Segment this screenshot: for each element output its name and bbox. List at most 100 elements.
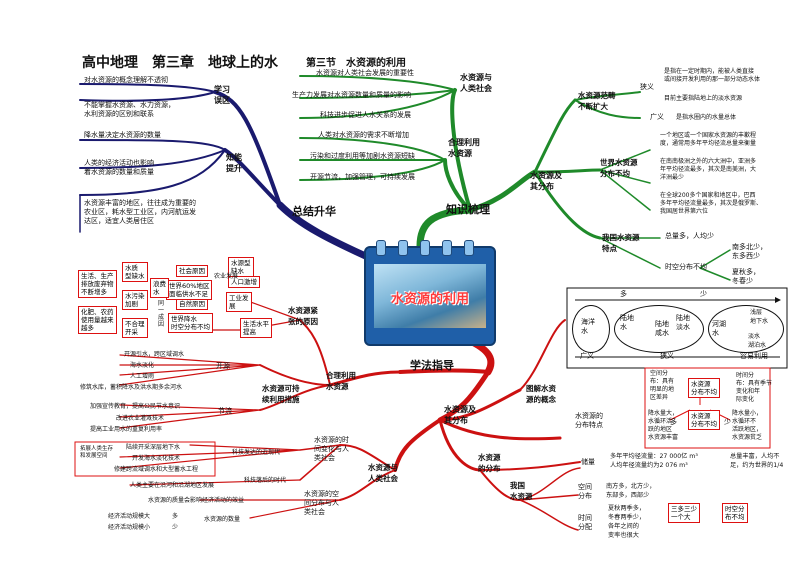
sustainable-label: 水资源可持 续利用措施 bbox=[262, 384, 300, 404]
narrow-item: 是指在一定时期内，能被人类直接 或间接开发利用的那一部分动态水体 bbox=[664, 68, 761, 83]
features-spatial: 空间分 布：具有 明显的地 区差异 bbox=[650, 370, 675, 401]
method-society-label: 水资源与 人类社会 bbox=[368, 463, 398, 483]
society-item: 生产力发展对水资源数量和质量的影响 bbox=[292, 91, 411, 99]
pollution: 水污染 加剧 bbox=[122, 290, 148, 310]
save-label: 节流 bbox=[218, 407, 232, 415]
living: 生活水平 提高 bbox=[240, 318, 272, 338]
society-item: 水资源对人类社会发展的重要性 bbox=[316, 69, 414, 77]
world60: 世界60%地区 面临供水不足 bbox=[166, 280, 213, 300]
binder-ring bbox=[398, 240, 408, 256]
broad-item: 是指水圈内的水量总体 bbox=[676, 114, 737, 121]
section-title: 第三节 水资源的利用 bbox=[306, 58, 406, 69]
range-label: 水资源范畴 不断扩大 bbox=[578, 91, 616, 111]
save-item: 改进农业灌溉技术 bbox=[116, 415, 165, 422]
backward-item: 人类主要在沿河和沿湖地区发展 bbox=[130, 482, 215, 489]
branch-summary: 总结升华 bbox=[292, 205, 336, 218]
concept-easy: 容易利用 bbox=[740, 352, 768, 360]
concept-circle bbox=[614, 305, 704, 353]
misconception-item: 对水资源的概念理解不透彻 bbox=[84, 76, 168, 84]
tech-backward: 科技落后的时代 bbox=[244, 477, 287, 484]
open-item: 修筑水库，蓄积降水及洪水期多余河水 bbox=[80, 384, 183, 391]
broad-label: 广义 bbox=[650, 113, 664, 121]
narrow-item: 目前主要指陆地上的淡水资源 bbox=[664, 95, 743, 102]
spatial-label: 空间 分布 bbox=[578, 483, 592, 500]
rational-item: 开源节流，加强管理，可持续发展 bbox=[310, 173, 415, 181]
dist-label: 水资源 的分布 bbox=[478, 453, 501, 473]
rational-item: 污染和过度利用等加剧水资源短缺 bbox=[310, 152, 415, 160]
circle-salt: 陆地 咸水 bbox=[655, 320, 669, 337]
space-label: 水资源的空 间分布与人 类社会 bbox=[304, 490, 339, 516]
upgrade-item: 人类的经济活动也影响 着水资源的数量和质量 bbox=[84, 159, 154, 176]
china-total: 总量多，人均少 bbox=[665, 232, 714, 240]
concept-label: 图解水资 源的概念 bbox=[526, 384, 556, 404]
left-item: 化肥、农药 使用量越来 越多 bbox=[78, 306, 117, 334]
branch-knowledge: 知识梳理 bbox=[446, 203, 490, 216]
binder-ring bbox=[376, 240, 386, 256]
open-label: 开源 bbox=[216, 362, 230, 370]
unreasonable: 不合理 开采 bbox=[122, 318, 148, 338]
amount-note: 总量丰富，人均不 足，约为世界的1/4 bbox=[730, 453, 784, 469]
rational-item: 人类对水资源的需求不断增加 bbox=[318, 131, 409, 139]
concept-circle bbox=[572, 305, 610, 353]
upgrade-item: 水资源丰富的地区，往往成为重要的 农业区，耗水型工业区，内河航运发 达区，适宜人… bbox=[84, 199, 196, 225]
uneven-box: 时空分 布不均 bbox=[722, 503, 748, 523]
branch-method: 学法指导 bbox=[410, 359, 454, 372]
same-cause: 同 一 成 因 bbox=[158, 300, 165, 328]
china-temporal: 夏秋多， 冬春少 bbox=[732, 268, 760, 285]
open-item: 开源引水，跨区域调水 bbox=[124, 351, 185, 358]
binder-ring bbox=[420, 240, 430, 256]
scale-big: 经济活动规模大 bbox=[108, 513, 151, 520]
features-poor: 少 bbox=[724, 418, 731, 426]
circle-land: 陆地 水 bbox=[620, 314, 634, 331]
center-label: 水资源的利用 bbox=[390, 292, 469, 307]
concept-more: 多 bbox=[620, 290, 627, 298]
world-item: 在全球200多个国家和地区中，巴西 多年平均径流量最多，其次是俄罗斯、 我国居世… bbox=[660, 192, 763, 215]
industry: 工业发 展 bbox=[226, 292, 252, 312]
upgrade-label: 知能 提升 bbox=[226, 153, 242, 173]
upgrade-item: 降水量决定水资源的数量 bbox=[84, 131, 161, 139]
features-center: 水资源 分布不均 bbox=[688, 378, 720, 398]
distribution-label: 水资源及 其分布 bbox=[530, 171, 562, 191]
left-item: 生活、生产 排放废弃物 不断增多 bbox=[78, 270, 117, 298]
save-item: 提高工业用水的重复利用率 bbox=[90, 426, 163, 433]
circle-ocean: 海洋 水 bbox=[581, 318, 595, 335]
world-item: 一个地区或一个国家水资源的丰歉程 度，通常用多年平均径流总量来衡量 bbox=[660, 132, 757, 147]
narrow-label: 狭义 bbox=[640, 83, 654, 91]
concept-narrow: 狭义 bbox=[660, 352, 674, 360]
circle-shallow: 浅层 地下水 bbox=[750, 309, 769, 325]
dev-item: 陆续开采深层地下水 bbox=[126, 444, 181, 451]
scale-less: 少 bbox=[172, 524, 179, 531]
open-item: 海水淡化 bbox=[130, 362, 155, 369]
features-center-2: 水资源 分布不均 bbox=[688, 410, 720, 430]
misconception-item: 不能掌握水资源、水力资源， 水利资源的区别和联系 bbox=[84, 101, 175, 118]
tri-box: 三多三少 一个大 bbox=[668, 503, 700, 523]
binder-ring bbox=[464, 240, 474, 256]
social-cause: 社会原因 bbox=[176, 265, 208, 277]
quantity-label: 水资源的数量 bbox=[204, 516, 241, 523]
page-title: 高中地理 第三章 地球上的水 bbox=[82, 55, 278, 71]
dev-item: 修建跨流域调水和大型蓄水工程 bbox=[114, 466, 199, 473]
concept-less: 少 bbox=[700, 290, 707, 298]
uneven-dist: 世界降水 时空分布不均 bbox=[168, 313, 213, 333]
save-item: 加强宣传教育，提高公民节水意识 bbox=[90, 403, 181, 410]
source-type: 水源型 缺水 bbox=[228, 257, 254, 277]
misconceptions-label: 学习 误区 bbox=[214, 85, 230, 105]
center-node: 水资源的利用 bbox=[364, 240, 496, 346]
scale-more: 多 bbox=[172, 513, 179, 520]
dev-left: 拓展人类生存 和发展空间 bbox=[80, 446, 114, 459]
features-much: 降水量大， 水循环活 跃的地区 水资源丰富 bbox=[648, 410, 679, 441]
shortage-label: 水资源紧 张的原因 bbox=[288, 306, 318, 326]
time-label: 水资源的时 间变化与人 类社会 bbox=[314, 436, 349, 462]
tech-developed: 科技发达的近现代 bbox=[232, 449, 281, 456]
world-item: 在南南极洲之外的六大洲中，亚洲多 年平均径流最多，其次是南美洲，大 洋洲最少 bbox=[660, 158, 757, 181]
temporal-label: 时间 分配 bbox=[578, 514, 592, 531]
method-dist-label: 水资源及 其分布 bbox=[444, 405, 476, 425]
features-temporal: 时间分 布：具有季节 变化和年 际变化 bbox=[736, 372, 773, 403]
society-item: 科技进步促进人水关系的发展 bbox=[320, 111, 411, 119]
china-spatial: 南多北少， 东多西少 bbox=[732, 243, 767, 260]
scale-small: 经济活动规模小 bbox=[108, 524, 151, 531]
agri-text: 农业发展 bbox=[214, 273, 239, 280]
features-label: 水资源的 分布特点 bbox=[575, 412, 603, 429]
temporal-text: 夏秋两季多， 冬春两季少， 各年之间的 变率也很大 bbox=[608, 505, 646, 539]
open-item: 人工增雨 bbox=[130, 373, 155, 380]
